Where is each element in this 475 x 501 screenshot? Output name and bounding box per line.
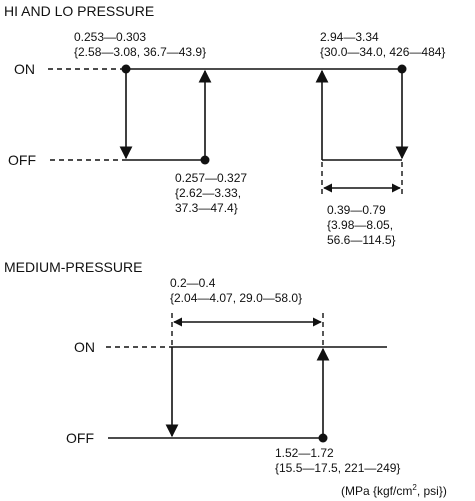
- hi-lo-point-c: [397, 64, 407, 74]
- medium-on-label: ON: [74, 339, 95, 355]
- hi-lo-point-c-mpa: 2.94—3.34: [320, 30, 379, 44]
- hi-lo-point-b-units-1: {2.62—3.33,: [175, 186, 241, 200]
- units-superscript: 2: [412, 483, 417, 492]
- medium-hysteresis-mpa: 0.2—0.4: [170, 276, 216, 290]
- units-suffix: , psi}): [417, 484, 447, 498]
- units-prefix: (MPa {kgf/cm: [341, 484, 412, 498]
- hi-lo-title: HI AND LO PRESSURE: [4, 3, 154, 19]
- medium-hysteresis-units: {2.04—4.07, 29.0—58.0}: [170, 291, 302, 305]
- hi-lo-hysteresis-units-1: {3.98—8.05,: [327, 218, 393, 232]
- hi-lo-on-label: ON: [14, 61, 35, 77]
- medium-off-label: OFF: [66, 430, 94, 446]
- hi-lo-hysteresis-mpa: 0.39—0.79: [327, 203, 386, 217]
- hi-lo-point-c-units: {30.0—34.0, 426—484}: [320, 45, 445, 59]
- hi-lo-point-b-units-2: 37.3—47.4}: [175, 201, 238, 215]
- hi-lo-point-a-mpa: 0.253—0.303: [74, 30, 146, 44]
- medium-title: MEDIUM-PRESSURE: [4, 259, 142, 275]
- hi-lo-point-a-units: {2.58—3.08, 36.7—43.9}: [74, 45, 206, 59]
- hi-lo-off-label: OFF: [8, 152, 36, 168]
- hi-lo-point-b-mpa: 0.257—0.327: [175, 171, 247, 185]
- hi-lo-point-a: [121, 64, 131, 74]
- hi-lo-hysteresis-units-2: 56.6—114.5}: [327, 233, 396, 247]
- units-note: (MPa {kgf/cm2, psi}): [341, 483, 447, 498]
- hi-lo-point-b: [200, 155, 210, 165]
- medium-point-on: [318, 433, 328, 443]
- medium-point-on-mpa: 1.52—1.72: [275, 446, 334, 460]
- medium-point-on-units: {15.5—17.5, 221—249}: [275, 461, 400, 475]
